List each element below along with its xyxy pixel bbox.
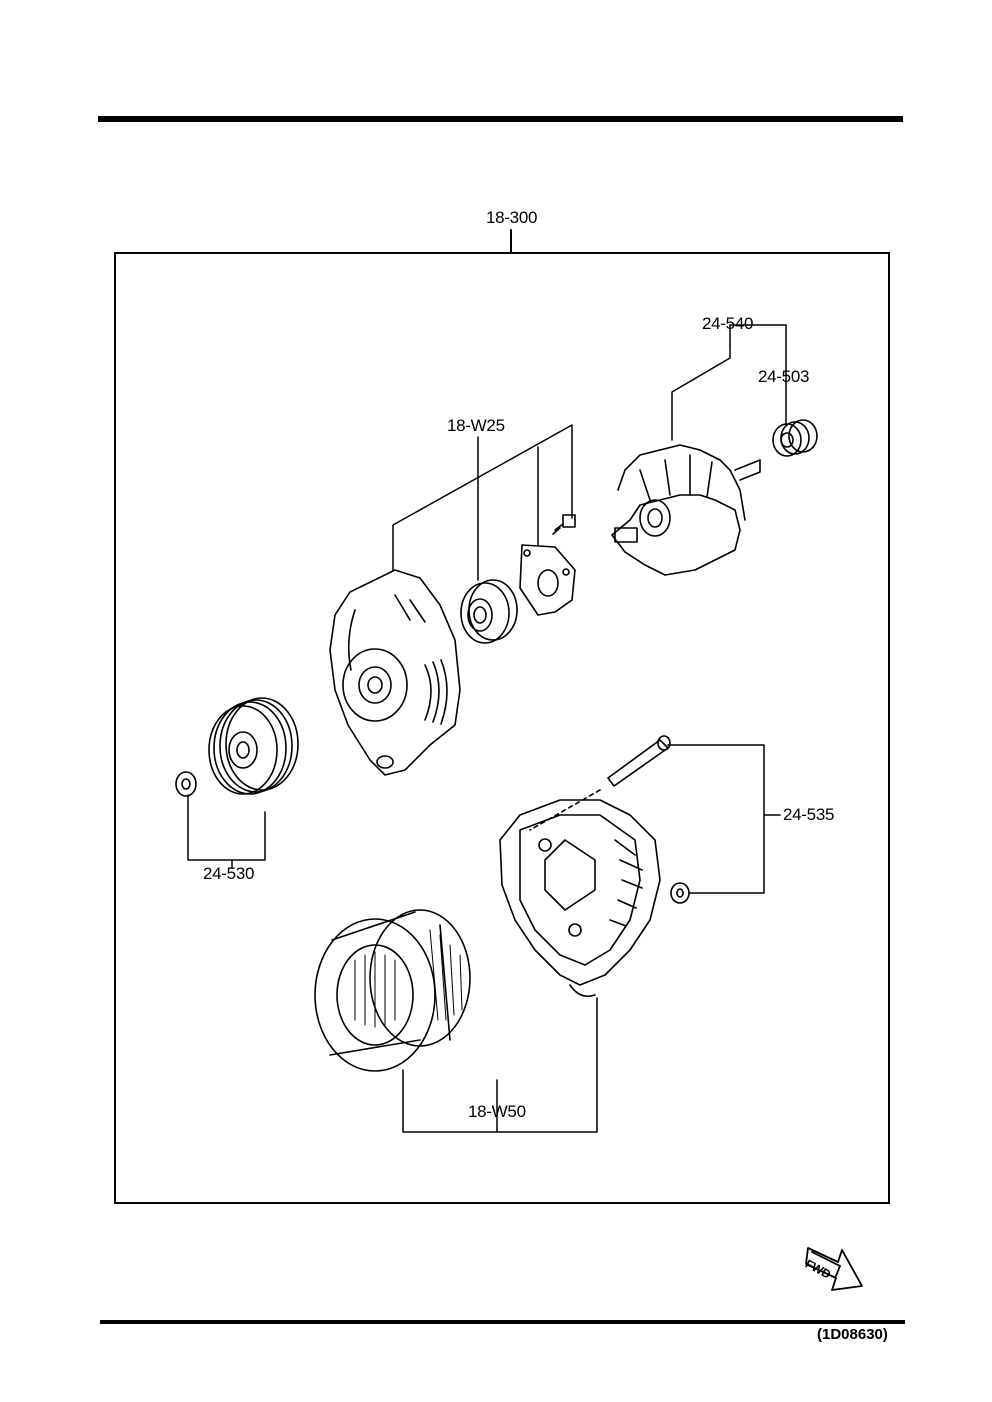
rear-housing [499,799,661,998]
part-label-18-w50: 18-W50 [468,1102,526,1121]
through-bolt [529,735,671,831]
retainer-plate [519,544,576,616]
stator [314,909,471,1072]
leader-lines [187,324,787,1133]
part-label-18-w25: 18-W25 [447,416,505,435]
header-rule [98,116,903,122]
front-housing [329,569,461,776]
assembly-label: 18-300 [486,208,538,227]
front-bearing [460,579,518,644]
assembly-frame [114,252,890,1204]
nut-24-530 [175,771,197,797]
retainer-screw [552,514,576,535]
rear-bearing [772,419,818,457]
part-label-24-530: 24-530 [203,864,255,883]
pulley [208,697,299,795]
figure-code: (1D08630) [817,1326,888,1343]
footer-rule [100,1320,905,1324]
part-label-24-540: 24-540 [702,314,754,333]
part-label-24-535: 24-535 [783,805,835,824]
rotor [611,444,761,576]
fwd-arrow-icon [805,1247,863,1291]
rear-nut [670,882,690,904]
part-label-24-503: 24-503 [758,367,810,386]
